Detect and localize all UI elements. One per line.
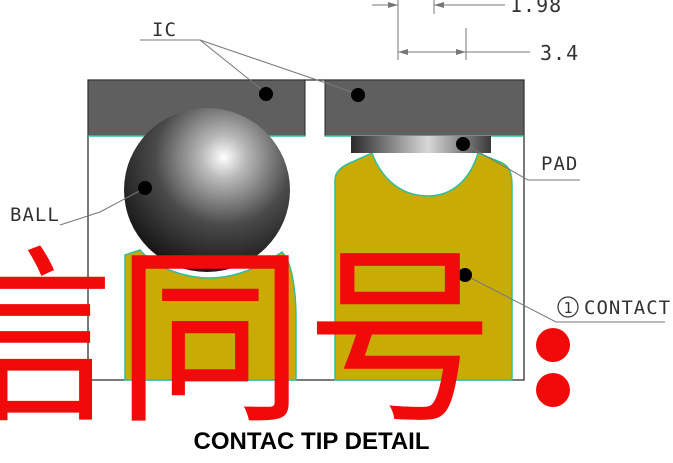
dimension-arrowheads xyxy=(388,2,466,55)
dimension-lines xyxy=(372,0,530,60)
ic-label: IC xyxy=(152,19,177,41)
diagram-caption: CONTAC TIP DETAIL xyxy=(193,428,430,455)
left-contact xyxy=(124,249,297,381)
contact-callout: 1 CONTACT xyxy=(557,296,671,319)
pad xyxy=(351,136,491,153)
watermark-colon xyxy=(536,328,570,407)
contact-number: 1 xyxy=(563,299,572,317)
right-contact xyxy=(334,151,513,381)
pad-label: PAD xyxy=(541,153,578,175)
contact-label: CONTACT xyxy=(584,297,671,319)
solder-ball xyxy=(124,108,290,272)
ball-label: BALL xyxy=(10,204,60,226)
ic-body-right xyxy=(324,79,525,137)
contact-number-circle xyxy=(557,296,579,318)
dimension-1-98: 1.98 xyxy=(510,0,562,17)
leader-lines xyxy=(59,39,665,323)
watermark-text: 信同号 xyxy=(0,229,495,450)
dimension-3-4: 3.4 xyxy=(540,41,579,65)
callout-dots xyxy=(138,87,472,282)
